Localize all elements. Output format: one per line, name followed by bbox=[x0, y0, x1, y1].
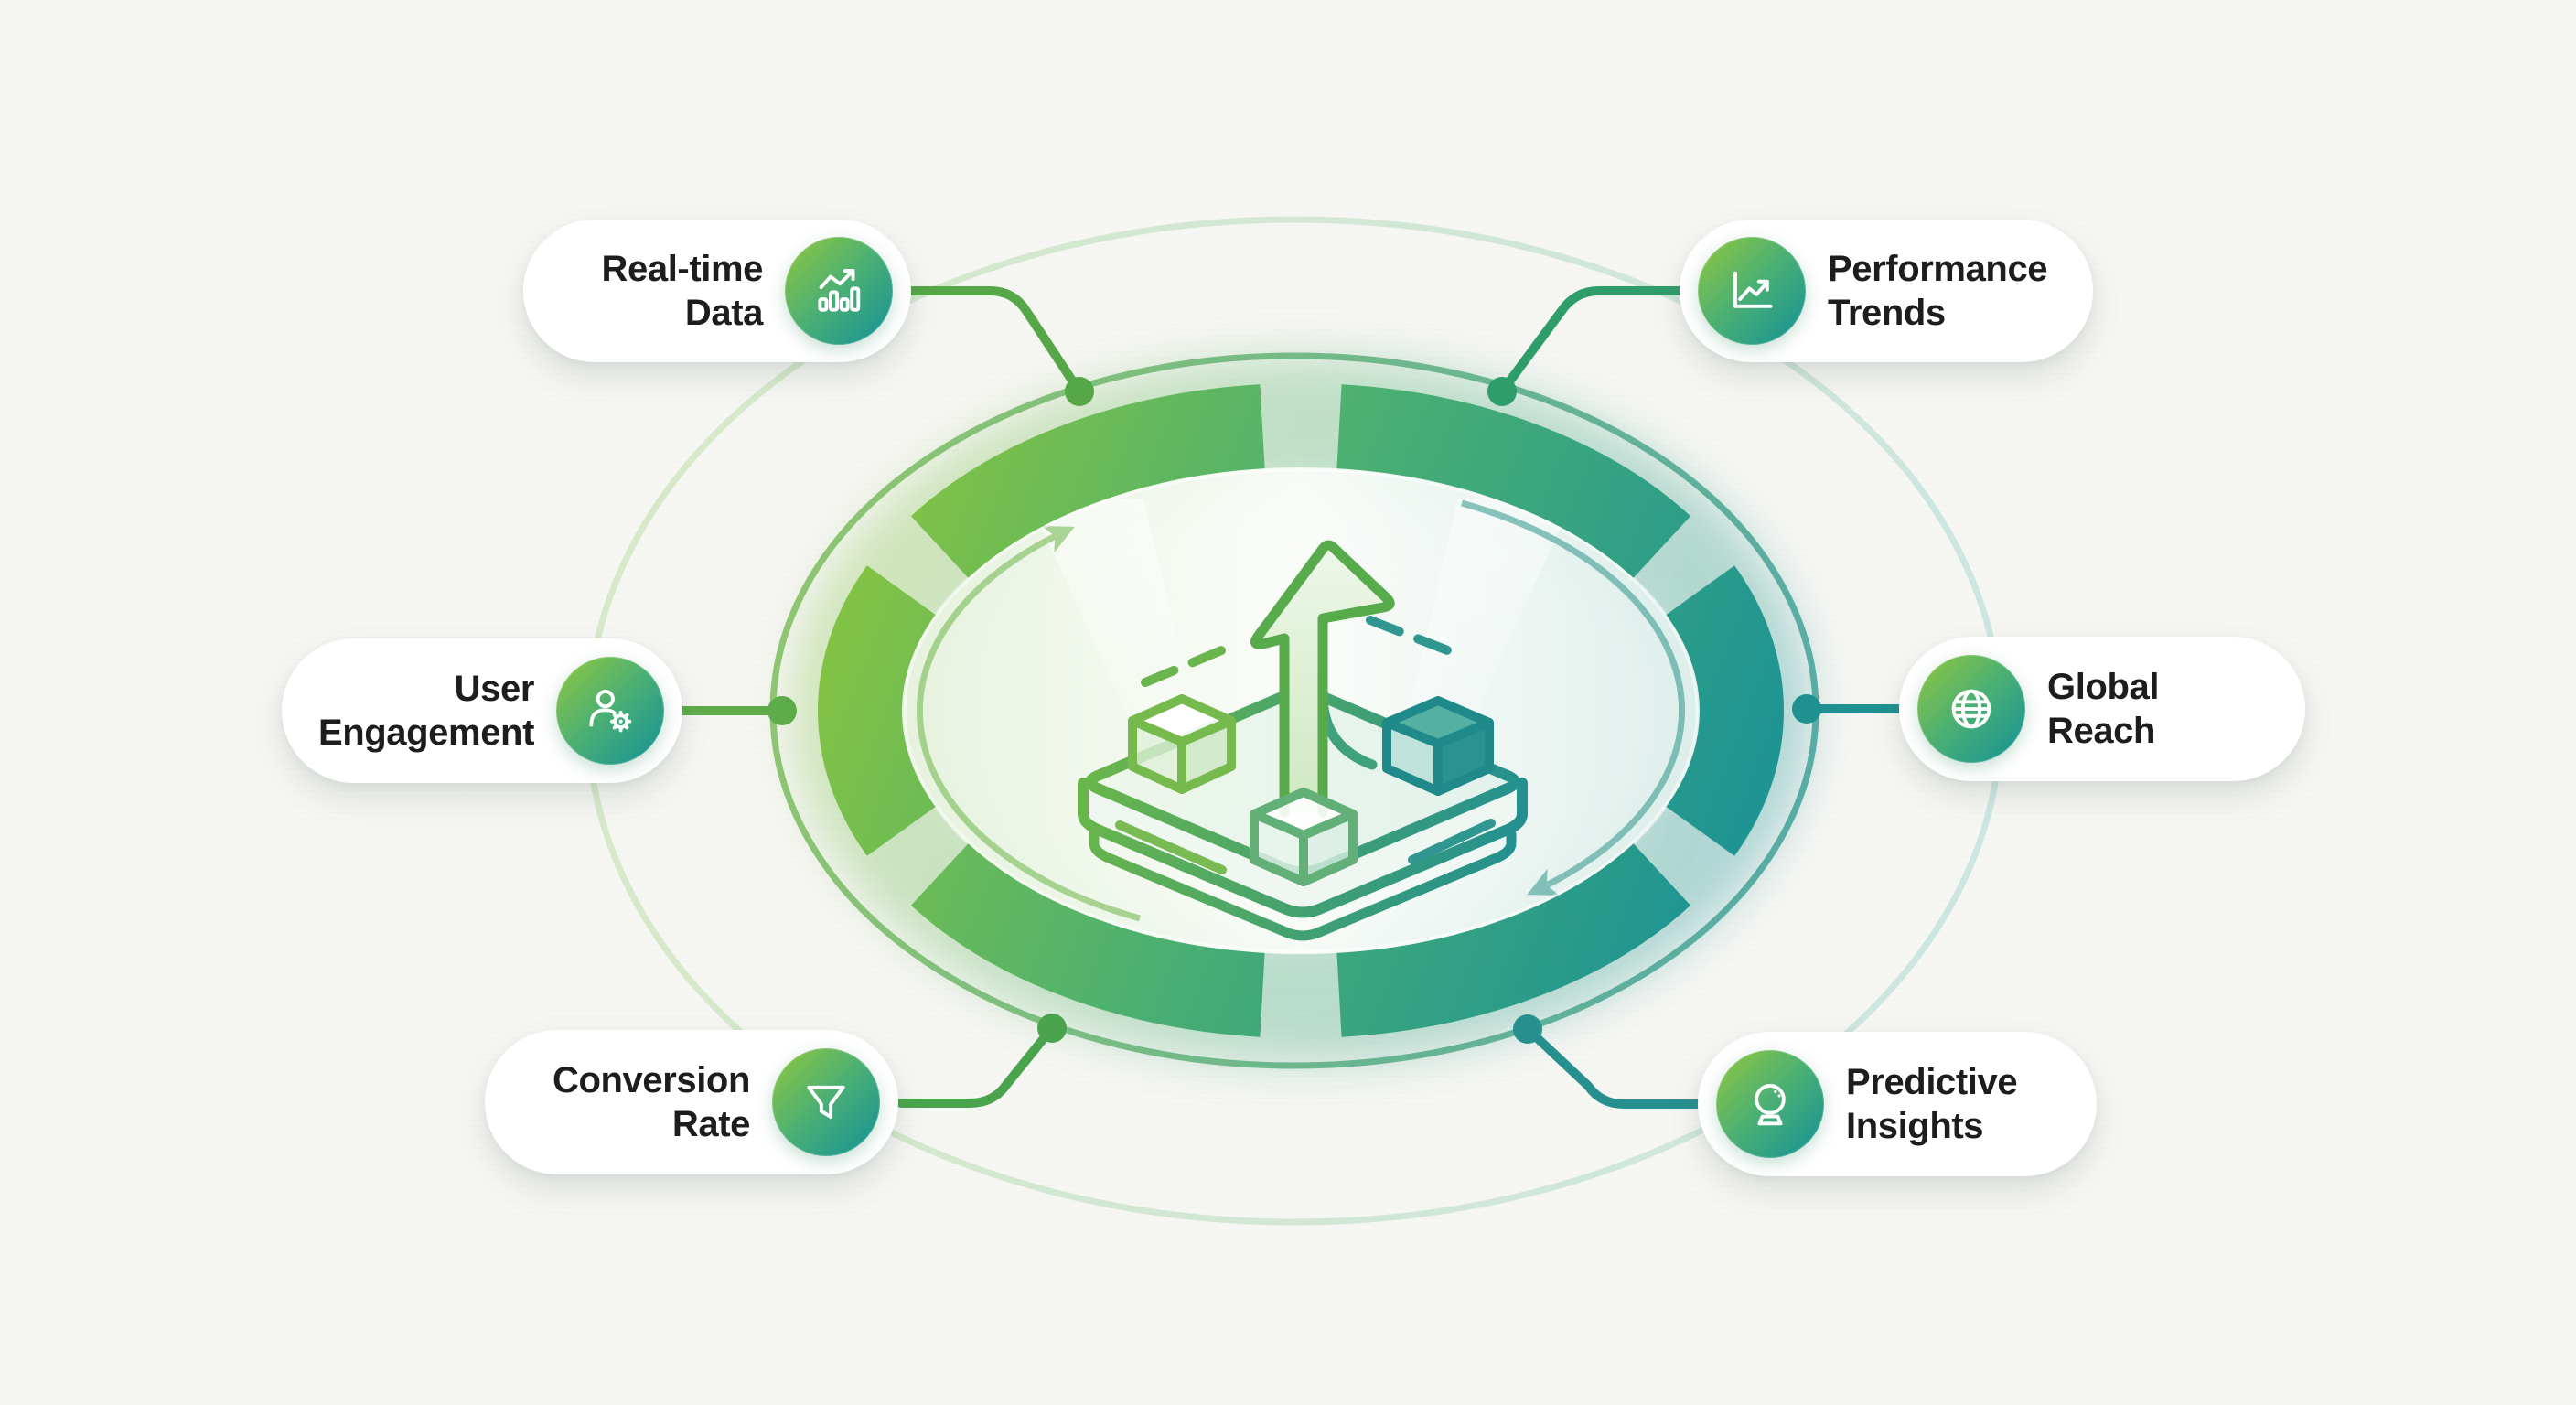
card-label-line1: Predictive bbox=[1846, 1062, 2018, 1102]
card-label: Predictive Insights bbox=[1846, 1060, 2078, 1148]
card-label-line2: Reach bbox=[2047, 711, 2156, 751]
user-gear-icon bbox=[556, 657, 664, 765]
card-real-time-data[interactable]: Real-time Data bbox=[523, 220, 911, 362]
card-label-line2: Data bbox=[684, 293, 764, 333]
card-performance-trends[interactable]: Performance Trends bbox=[1680, 220, 2093, 362]
card-label-line2: Insights bbox=[1846, 1106, 1984, 1146]
card-conversion-rate[interactable]: Conversion Rate bbox=[485, 1030, 898, 1174]
ring-segment bbox=[1666, 565, 1784, 856]
card-label: Performance Trends bbox=[1828, 247, 2075, 335]
funnel-icon bbox=[772, 1048, 880, 1156]
card-label-line2: Rate bbox=[671, 1104, 751, 1144]
globe-icon bbox=[1917, 655, 2025, 763]
node-user-engagement bbox=[767, 696, 797, 725]
card-label-line2: Trends bbox=[1828, 293, 1946, 333]
card-label-line2: Engagement bbox=[317, 713, 534, 753]
card-global-reach[interactable]: Global Reach bbox=[1899, 637, 2305, 781]
node-real-time-data bbox=[1065, 377, 1094, 406]
card-label-line1: Real-time bbox=[601, 249, 764, 289]
card-label-line1: Global bbox=[2047, 667, 2160, 707]
node-predictive-insights bbox=[1513, 1014, 1542, 1044]
ring-segment bbox=[910, 384, 1265, 579]
line-chart-icon bbox=[1698, 237, 1806, 345]
card-label-line1: Performance bbox=[1828, 249, 2048, 289]
crystal-ball-icon bbox=[1716, 1050, 1824, 1158]
ring-segment bbox=[910, 842, 1265, 1037]
node-global-reach bbox=[1792, 694, 1821, 724]
card-label: User Engagement bbox=[300, 667, 534, 755]
ring-segment bbox=[1336, 384, 1691, 579]
connector-conversion-rate bbox=[896, 1024, 1057, 1108]
segmented-ring bbox=[818, 384, 1784, 1037]
connectors bbox=[676, 286, 1907, 1109]
card-label-line1: Conversion bbox=[552, 1060, 750, 1100]
ring-segment bbox=[1336, 842, 1691, 1037]
connector-predictive-insights bbox=[1523, 1024, 1704, 1109]
card-label-line1: User bbox=[454, 669, 535, 709]
center-illustration bbox=[1078, 540, 1528, 941]
node-performance-trends bbox=[1487, 377, 1517, 406]
ring-inner-edge-highlight bbox=[903, 468, 1699, 953]
card-label: Real-time Data bbox=[542, 247, 764, 335]
connector-performance-trends bbox=[1497, 286, 1686, 396]
card-label: Conversion Rate bbox=[503, 1058, 750, 1146]
cycle-arrows bbox=[916, 499, 1686, 922]
bar-chart-trend-icon bbox=[785, 237, 893, 345]
card-user-engagement[interactable]: User Engagement bbox=[282, 638, 682, 783]
node-conversion-rate bbox=[1037, 1014, 1067, 1043]
ring-segment bbox=[818, 565, 936, 856]
connector-nodes bbox=[767, 377, 1821, 1044]
connector-real-time-data bbox=[901, 286, 1084, 396]
card-label: Global Reach bbox=[2047, 665, 2287, 753]
card-predictive-insights[interactable]: Predictive Insights bbox=[1698, 1032, 2097, 1176]
